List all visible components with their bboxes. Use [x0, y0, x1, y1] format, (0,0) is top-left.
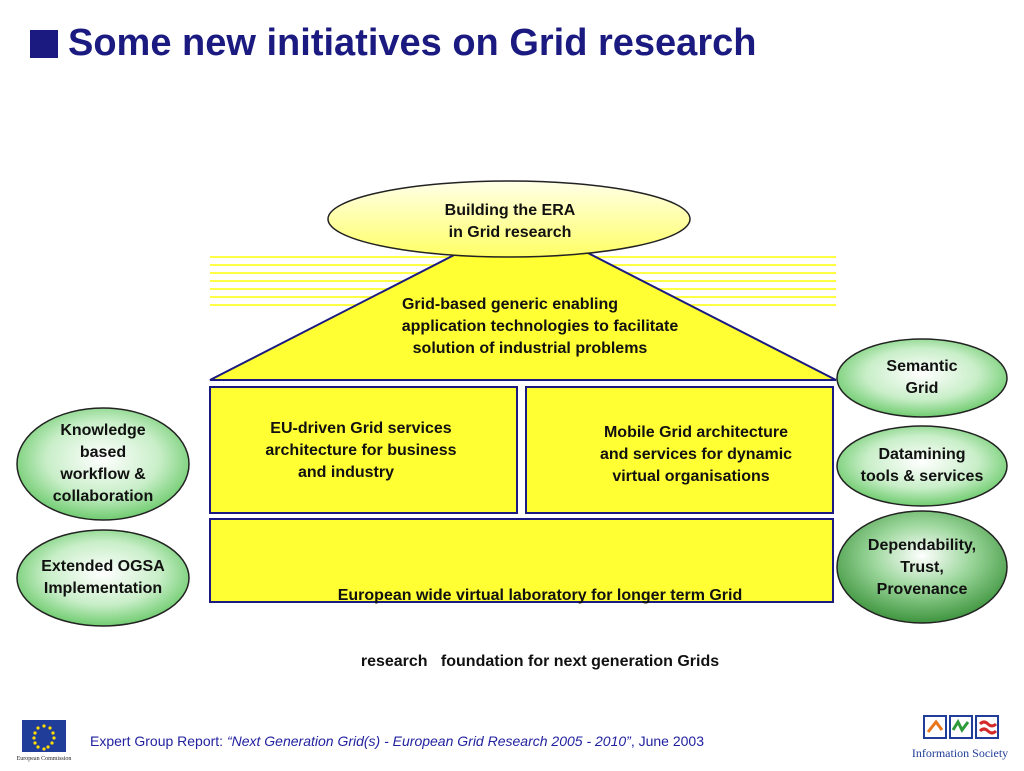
eu-flag-icon [22, 720, 66, 752]
page-title: Some new initiatives on Grid research [30, 22, 756, 65]
left-oval-1 [16, 407, 190, 521]
left-oval-2 [16, 529, 190, 627]
roof-oval-label: Building the ERA in Grid research [444, 202, 576, 241]
pillar-right-box [525, 386, 834, 514]
information-society-logo: Information Society [900, 712, 1020, 766]
left-oval-2-label: Extended OGSA Implementation [41, 558, 165, 597]
right-oval-3-label: Dependability, Trust, Provenance [867, 537, 977, 598]
roof-label: Grid-based generic enabling application … [401, 296, 679, 357]
right-oval-1-label: Semantic Grid [886, 358, 958, 397]
information-society-icon [923, 715, 999, 739]
foundation-label: European wide virtual laboratory for lon… [337, 587, 743, 670]
pillar-right-label: Mobile Grid architecture and services fo… [599, 424, 793, 485]
european-commission-logo: European Commission [8, 718, 80, 766]
right-oval-1 [836, 338, 1008, 418]
foundation-box [209, 518, 834, 603]
roof-oval [327, 180, 691, 258]
pillar-left-label: EU-driven Grid services architecture for… [265, 420, 457, 481]
information-society-caption: Information Society [911, 746, 1009, 760]
european-commission-caption: European Commission [16, 756, 72, 762]
right-oval-3 [836, 510, 1008, 624]
right-oval-2 [836, 425, 1008, 507]
page-title-text: Some new initiatives on Grid research [68, 22, 757, 64]
footer-citation: Expert Group Report: “Next Generation Gr… [90, 733, 704, 749]
right-oval-2-label: Datamining tools & services [860, 446, 984, 485]
square-bullet-icon [30, 29, 58, 58]
pillar-left-box [209, 386, 518, 514]
left-oval-1-label: Knowledge based workflow & collaboration [52, 422, 154, 505]
